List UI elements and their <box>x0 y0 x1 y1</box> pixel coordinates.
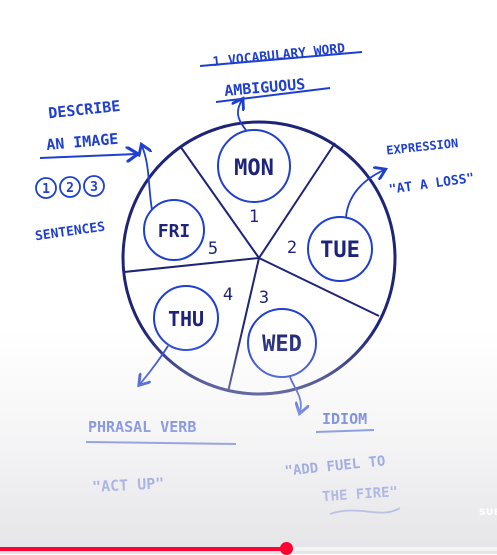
fri-bubble <box>143 199 205 261</box>
mon-word-underline <box>215 87 331 103</box>
tue-note-title: EXPRESSION <box>386 136 459 157</box>
divider-tue-wed <box>258 257 380 317</box>
day-label-fri: FRI <box>158 221 191 242</box>
divider-thu-fri <box>123 257 260 273</box>
wed-note-example-line1: "ADD FUEL TO <box>284 453 386 479</box>
mon-note-underline <box>199 51 363 67</box>
fri-note-line1: DESCRIBE <box>47 97 121 122</box>
wed-note-underline <box>315 429 375 433</box>
fri-arrow <box>142 146 153 211</box>
video-scrubber-handle[interactable] <box>279 542 293 555</box>
thu-arrow <box>140 345 169 384</box>
video-progress-bar[interactable] <box>0 542 497 555</box>
divider-wed-thu <box>227 257 260 393</box>
wed-note-squiggle <box>329 507 401 515</box>
fri-count-badge-2 <box>59 176 81 198</box>
tue-bubble <box>307 216 373 282</box>
fri-count-1: 1 <box>42 182 50 197</box>
video-progress-fill <box>0 547 286 551</box>
channel-watermark: SUB <box>479 508 497 518</box>
day-number-fri: 5 <box>208 239 218 259</box>
mon-bubble <box>217 129 291 203</box>
wed-note-title: IDIOM <box>322 410 367 428</box>
fri-note-line3: SENTENCES <box>34 220 106 245</box>
wed-arrow <box>289 376 301 412</box>
thu-note-title: PHRASAL VERB <box>88 418 196 436</box>
day-number-tue: 2 <box>287 238 297 258</box>
fri-note-line2: AN IMAGE <box>45 130 119 154</box>
fri-count-badge-1 <box>35 177 57 199</box>
day-label-mon: MON <box>234 156 274 181</box>
mon-arrow <box>238 100 247 131</box>
fri-note-arrow <box>39 154 136 158</box>
divider-mon-fri <box>179 145 260 259</box>
fri-count-2: 2 <box>66 181 74 196</box>
day-number-thu: 4 <box>223 285 233 305</box>
fri-count-badges <box>35 175 105 199</box>
day-number-wed: 3 <box>259 288 269 308</box>
tue-note-example: "AT A LOSS" <box>388 171 475 198</box>
wed-note-example-line2: THE FIRE" <box>322 484 399 505</box>
day-number-mon: 1 <box>249 207 259 227</box>
tue-arrow <box>345 170 384 218</box>
day-label-thu: THU <box>168 307 204 331</box>
thu-note-underline <box>85 441 237 445</box>
divider-mon-tue <box>258 142 336 259</box>
fri-count-badge-3 <box>83 175 105 197</box>
day-label-tue: TUE <box>320 238 360 263</box>
fri-count-3: 3 <box>90 180 98 195</box>
day-label-wed: WED <box>262 332 302 357</box>
thu-note-example: "ACT UP" <box>92 474 165 496</box>
